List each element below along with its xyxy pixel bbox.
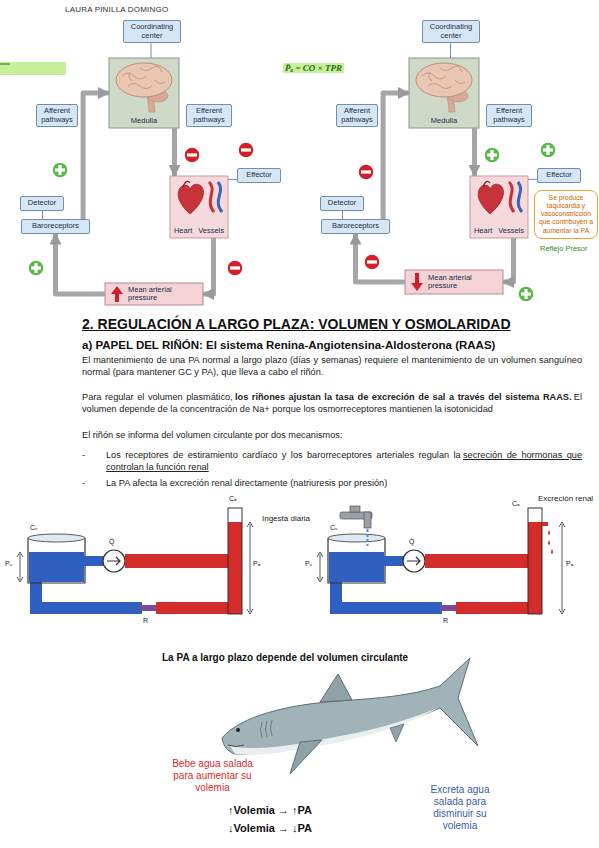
pathway-label: Afferent pathways xyxy=(36,104,78,127)
node-text: Medulla xyxy=(431,116,457,125)
shark-note: Excreta agua salada para disminuir su vo… xyxy=(418,784,502,832)
flow-arrow xyxy=(203,238,214,294)
center-label: Coordinating center xyxy=(123,20,181,43)
flow-arrow xyxy=(503,238,514,282)
node-text: Coordinating center xyxy=(126,23,178,40)
paragraph: El mantenimiento de una PA normal a larg… xyxy=(82,355,582,378)
symbol-label: Pₐ xyxy=(566,560,573,567)
node-text: Detector xyxy=(323,199,361,208)
leader-line xyxy=(228,179,237,180)
formula: P̄ₐ = CO × TPR xyxy=(283,63,344,73)
relation-text: ↓Volemia → ↓PA xyxy=(228,822,312,834)
node-text: Baroreceptors xyxy=(24,222,87,231)
paragraph: El riñón se informa del volumen circulan… xyxy=(82,430,582,442)
node-text: Heart xyxy=(474,226,492,235)
bullet-text: La PA afecta la excreción renal directam… xyxy=(106,478,582,490)
effector-label: Effector xyxy=(237,168,281,183)
page-header: LAURA PINILLA DOMINGO xyxy=(65,5,168,14)
node-text: Afferent pathways xyxy=(39,107,75,124)
bullet-mark: - xyxy=(82,478,106,490)
label-text: Para regular el volumen plasmático, xyxy=(82,392,233,402)
pathway-label: Afferent pathways xyxy=(336,104,378,127)
symbol-label: Cₐ xyxy=(512,500,520,507)
inflow-label: Ingesta diaria xyxy=(262,514,310,523)
symbol-label: R xyxy=(143,617,148,624)
symbol-label: Q̇ xyxy=(409,538,414,545)
node-text: Afferent pathways xyxy=(339,107,375,124)
node-text: Efferent pathways xyxy=(489,107,529,124)
subsection-heading: a) PAPEL DEL RIÑÓN: El sistema Renina-An… xyxy=(82,339,495,351)
center-label: Coordinating center xyxy=(422,20,480,43)
flow-arrow xyxy=(172,128,177,176)
label-text: Los receptores de estiramiento cardíaco … xyxy=(106,450,461,460)
pressure-box: Mean arterial pressure xyxy=(405,270,503,294)
flow-arrow xyxy=(383,93,409,219)
symbol-label: Cₐ xyxy=(229,495,237,502)
label-text: El mantenimiento de una PA normal a larg… xyxy=(82,355,582,377)
node-text: Efferent pathways xyxy=(189,107,229,124)
node-text: Detector xyxy=(23,199,61,208)
caption: La PA a largo plazo depende del volumen … xyxy=(162,652,408,663)
symbol-label: R xyxy=(443,617,448,624)
baroreceptor-box: Baroreceptors xyxy=(321,219,390,234)
label-text: los riñones ajustan la tasa de excreción… xyxy=(235,392,572,402)
bullet-text: Los receptores de estiramiento cardíaco … xyxy=(106,450,582,473)
node-text: Medulla xyxy=(131,116,157,125)
symbol-label: Q̇ xyxy=(109,538,114,545)
node-text: Se produce taquicardia y vasoconstricció… xyxy=(538,194,594,235)
flow-arrow xyxy=(83,93,109,219)
leader-line xyxy=(151,43,152,58)
label-text: La PA afecta la excreción renal directam… xyxy=(106,478,387,488)
symbol-label: Cᵥ xyxy=(330,524,337,531)
section-heading: 2. REGULACIÓN A LARGO PLAZA: VOLUMEN Y O… xyxy=(82,316,511,332)
paragraph: Para regular el volumen plasmático,los r… xyxy=(82,392,582,415)
bullet-item: -La PA afecta la excreción renal directa… xyxy=(82,478,582,490)
bullet-mark: - xyxy=(82,450,106,473)
symbol-label: Pₐ xyxy=(253,560,260,567)
leader-line xyxy=(342,211,343,219)
relation-text: ↑Volemia → ↑PA xyxy=(228,804,312,816)
node-text: Mean arterial pressure xyxy=(128,286,200,303)
node-text: Effector xyxy=(240,171,278,180)
pathway-label: Efferent pathways xyxy=(186,104,232,127)
pathway-label: Efferent pathways xyxy=(486,104,532,127)
symbol-label: Cᵥ xyxy=(30,524,37,531)
outflow-label: Excreción renal xyxy=(538,494,593,503)
node-text: Mean arterial pressure xyxy=(428,274,500,291)
flow-arrow xyxy=(356,234,406,282)
flow-arrow xyxy=(56,234,106,294)
effector-label: Effector xyxy=(537,168,581,183)
baroreceptor-box: Baroreceptors xyxy=(21,219,90,234)
reflex-name: Reflejo Presor xyxy=(540,244,588,253)
medulla-box: Medulla xyxy=(109,58,179,128)
leader-line xyxy=(42,211,43,219)
node-text: Vessels xyxy=(198,226,224,235)
effector-box: Heart Vessels xyxy=(170,176,228,238)
medulla-box: Medulla xyxy=(409,58,479,128)
detector-label: Detector xyxy=(20,196,64,211)
node-text: Vessels xyxy=(498,226,524,235)
symbol-label: Pᵥ xyxy=(5,560,12,567)
effector-box: Heart Vessels xyxy=(470,176,528,238)
flow-arrow xyxy=(472,128,477,176)
node-text: Baroreceptors xyxy=(324,222,387,231)
callout-box: Se produce taquicardia y vasoconstricció… xyxy=(534,190,598,239)
symbol-label: Pᵥ xyxy=(305,560,312,567)
bullet-item: -Los receptores de estiramiento cardíaco… xyxy=(82,450,582,473)
shark-note: Bebe agua salada para aumentar su volemi… xyxy=(165,758,260,794)
leader-line xyxy=(450,43,451,58)
leader-line xyxy=(528,179,537,180)
node-text: Heart xyxy=(174,226,192,235)
pressure-box: Mean arterial pressure xyxy=(105,283,203,305)
detector-label: Detector xyxy=(320,196,364,211)
node-text: Coordinating center xyxy=(425,23,477,40)
node-text: Effector xyxy=(540,171,578,180)
